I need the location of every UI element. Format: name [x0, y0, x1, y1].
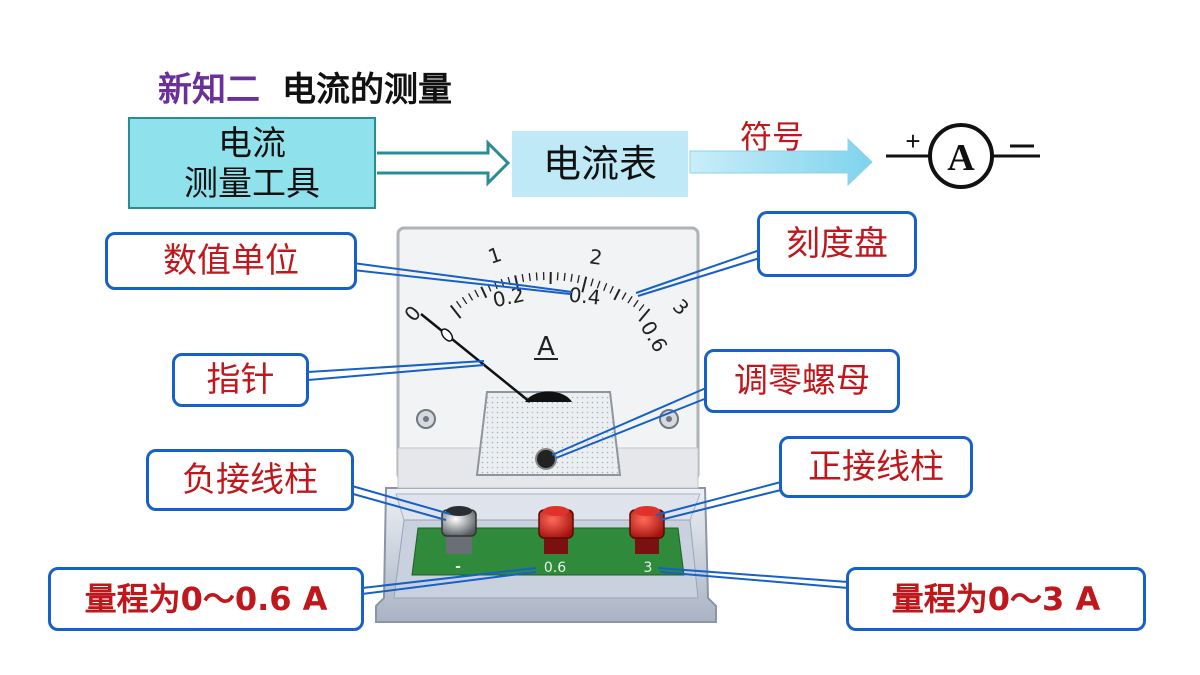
tool-line-1: 电流	[218, 124, 286, 164]
callout-range-small: 量程为0～0.6 A	[48, 567, 364, 631]
terminal-label: -	[455, 559, 461, 575]
ammeter-box: 电流表	[512, 131, 688, 197]
scale-tick	[556, 272, 559, 281]
scale-tick	[633, 299, 639, 308]
scale-tick	[638, 308, 651, 322]
scale-tick	[603, 283, 608, 291]
ammeter-symbol: A +	[886, 123, 1040, 189]
dial-unit: A	[537, 332, 555, 362]
section-title: 电流的测量	[282, 70, 452, 110]
callout-needle: 指针	[172, 353, 309, 407]
upper-tick-label: 2	[588, 244, 604, 270]
flow-arrow-2	[689, 137, 873, 187]
symbol-plus: +	[905, 126, 920, 156]
lower-tick-label: 0.4	[568, 282, 602, 309]
callout-unit: 数值单位	[105, 232, 357, 290]
scale-tick	[449, 304, 462, 319]
scale-tick	[461, 296, 468, 305]
scale-tick	[596, 280, 601, 289]
scale-tick	[467, 293, 474, 301]
callout-scale: 刻度盘	[757, 211, 917, 277]
flow-arrow-1	[377, 139, 511, 187]
scale-tick	[609, 285, 614, 294]
scale-tick	[521, 274, 525, 283]
terminals: - 0.6 3	[441, 506, 665, 576]
scale-tick	[528, 273, 531, 282]
callout-zero-nut: 调零螺母	[704, 349, 900, 413]
section-number: 新知二	[158, 70, 260, 110]
terminal-3	[629, 506, 665, 554]
scale-tick	[590, 278, 594, 287]
terminal-0-6	[538, 506, 574, 554]
scale-tick	[638, 304, 645, 312]
scale-tick	[455, 300, 462, 309]
scale-tick	[577, 274, 580, 284]
scale-tick	[621, 292, 627, 300]
leader-lines	[307, 249, 849, 595]
scale-tick	[613, 288, 621, 301]
terminal-label: 3	[644, 560, 653, 576]
tool-line-2: 测量工具	[184, 164, 320, 204]
symbol-letter: A	[947, 137, 975, 179]
scale-tick	[535, 272, 538, 281]
scale-tick	[480, 286, 488, 299]
callout-range-large: 量程为0～3 A	[846, 567, 1146, 631]
terminal-label: 0.6	[544, 560, 566, 576]
callout-positive-terminal: 正接线柱	[779, 436, 973, 498]
callout-negative-terminal: 负接线柱	[146, 449, 354, 511]
measuring-tool-box: 电流 测量工具	[128, 117, 376, 209]
negative-terminal	[441, 506, 477, 554]
symbol-label: 符号	[740, 118, 805, 156]
scale-tick	[627, 295, 633, 304]
scale-tick	[581, 276, 588, 293]
scale-tick	[474, 289, 480, 298]
scale-tick	[563, 272, 566, 281]
scale-tick	[570, 273, 573, 282]
page-title: 新知二电流的测量	[158, 62, 452, 111]
